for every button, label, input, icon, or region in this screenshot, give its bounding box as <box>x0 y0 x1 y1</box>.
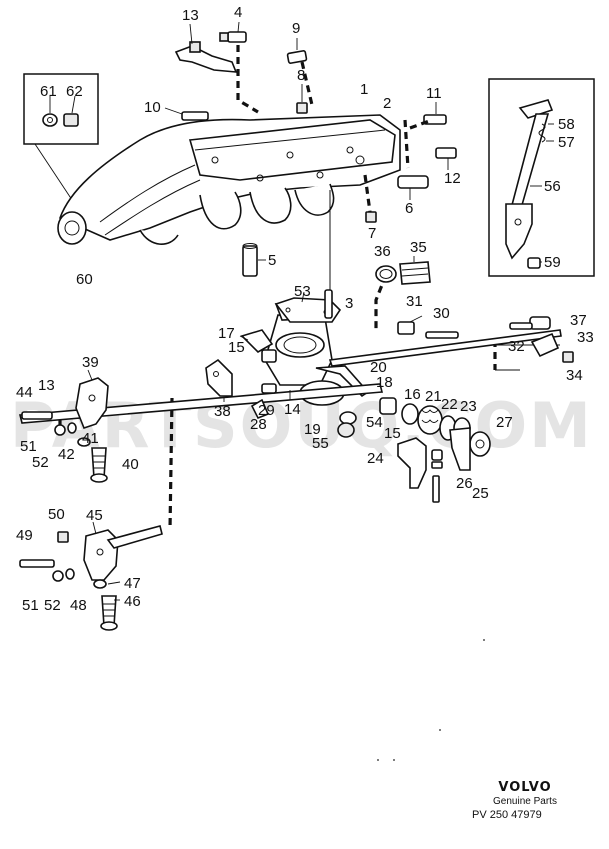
callout-17: 17 <box>218 325 235 342</box>
callout-36: 36 <box>374 243 391 260</box>
linkage-14-29-28 <box>250 383 291 420</box>
callout-53: 53 <box>294 283 311 300</box>
callout-44: 44 <box>16 384 33 401</box>
callout-37: 37 <box>570 312 587 329</box>
callout-51b: 51 <box>22 597 39 614</box>
callout-7: 7 <box>368 225 376 242</box>
callout-52a: 52 <box>32 454 49 471</box>
stud-11 <box>423 102 447 125</box>
stud-6 <box>397 175 429 200</box>
stud-10 <box>164 107 209 121</box>
callout-21: 21 <box>425 388 442 405</box>
bolt-12 <box>435 147 457 170</box>
brackets-24-25 <box>397 427 471 503</box>
callout-15a: 15 <box>228 339 245 356</box>
callout-46: 46 <box>124 593 141 610</box>
callout-42: 42 <box>58 446 75 463</box>
callout-10: 10 <box>144 99 161 116</box>
stud-3 <box>324 289 333 319</box>
lever-39 <box>21 369 109 483</box>
gasket-53 <box>274 291 342 323</box>
callout-22: 22 <box>441 396 458 413</box>
callout-45: 45 <box>86 507 103 524</box>
callout-26: 26 <box>456 475 473 492</box>
callout-55: 55 <box>312 435 329 452</box>
callout-50: 50 <box>48 506 65 523</box>
callout-5: 5 <box>268 252 276 269</box>
bolt-9 <box>286 38 308 64</box>
gasket-17-15 <box>239 329 274 353</box>
assembly-lines <box>58 45 560 531</box>
callout-52b: 52 <box>44 597 61 614</box>
nut-8 <box>296 84 308 114</box>
callout-32: 32 <box>508 338 525 355</box>
callout-9: 9 <box>292 20 300 37</box>
callout-31: 31 <box>406 293 423 310</box>
callout-16: 16 <box>404 386 421 403</box>
callout-27: 27 <box>496 414 513 431</box>
callout-15b: 15 <box>384 425 401 442</box>
callout-58: 58 <box>558 116 575 133</box>
callout-48: 48 <box>70 597 87 614</box>
callout-47: 47 <box>124 575 141 592</box>
callout-6: 6 <box>405 200 413 217</box>
callout-62: 62 <box>66 83 83 100</box>
callout-34: 34 <box>566 367 583 384</box>
callout-41: 41 <box>82 430 99 447</box>
callout-38: 38 <box>214 403 231 420</box>
nut-7 <box>365 211 377 223</box>
callout-39: 39 <box>82 354 99 371</box>
callout-61: 61 <box>40 83 57 100</box>
callout-19: 19 <box>304 421 321 438</box>
callout-28: 28 <box>250 416 267 433</box>
throttle-rod <box>18 315 574 424</box>
volvo-footer: VOLVO Genuine Parts PV 250 47979 <box>470 780 580 821</box>
callout-14: 14 <box>284 401 301 418</box>
callout-29: 29 <box>258 402 275 419</box>
callout-56: 56 <box>544 178 561 195</box>
callout-40: 40 <box>122 456 139 473</box>
callout-13a: 13 <box>182 7 199 24</box>
callout-51a: 51 <box>20 438 37 455</box>
inset-box-bracket-stay <box>488 78 595 277</box>
callout-8: 8 <box>297 67 305 84</box>
sensor-13 <box>174 23 238 73</box>
inset-box-washers <box>23 73 99 213</box>
callout-49: 49 <box>16 527 33 544</box>
callout-25: 25 <box>472 485 489 502</box>
callout-30: 30 <box>433 305 450 322</box>
nut-washer-54-55 <box>337 411 357 438</box>
callout-1: 1 <box>360 81 368 98</box>
brand-name: VOLVO <box>498 780 552 795</box>
callout-54: 54 <box>366 414 383 431</box>
callout-labels: 13 4 9 8 61 62 10 1 2 11 58 57 12 56 6 7… <box>16 4 594 614</box>
intake-manifold <box>57 114 401 245</box>
callout-35: 35 <box>410 239 427 256</box>
callout-12: 12 <box>444 170 461 187</box>
callout-60: 60 <box>76 271 93 288</box>
callout-3: 3 <box>345 295 353 312</box>
callout-23: 23 <box>460 398 477 415</box>
bolt-4 <box>219 21 247 43</box>
callout-4: 4 <box>234 4 242 21</box>
bracket-38 <box>205 358 233 402</box>
callout-57: 57 <box>558 134 575 151</box>
lever-45 <box>19 521 163 631</box>
filter-cap-35-36 <box>375 256 431 285</box>
callout-2: 2 <box>383 95 391 112</box>
callout-59: 59 <box>544 254 561 271</box>
callout-18: 18 <box>376 374 393 391</box>
callout-11: 11 <box>426 85 442 102</box>
callout-24: 24 <box>367 450 384 467</box>
callout-33: 33 <box>577 329 594 346</box>
drawing-code: PV 250 47979 <box>472 809 542 821</box>
print-specks <box>377 639 485 761</box>
brand-subtitle: Genuine Parts <box>493 796 557 807</box>
callout-13b: 13 <box>38 377 55 394</box>
sleeve-5 <box>242 243 266 277</box>
callout-20: 20 <box>370 359 387 376</box>
